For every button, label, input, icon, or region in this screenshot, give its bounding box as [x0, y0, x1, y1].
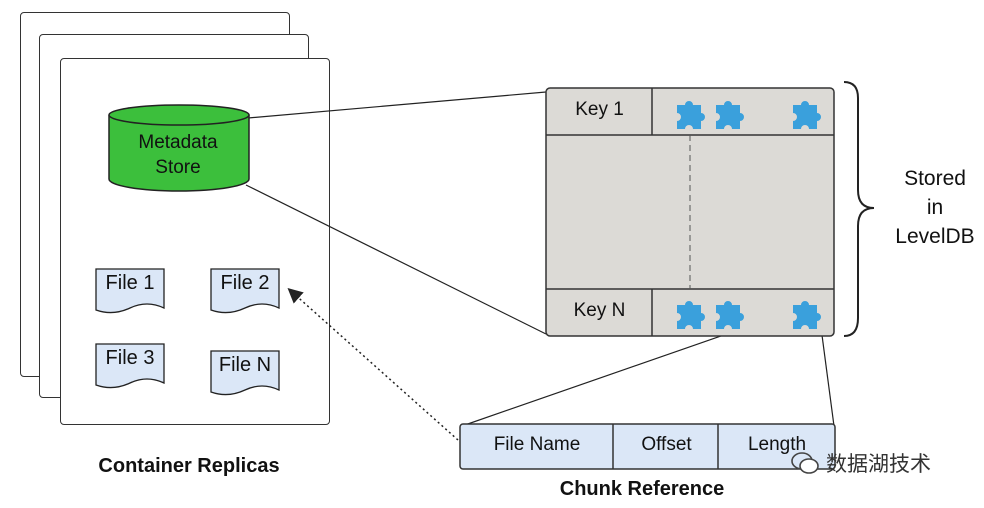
line-piece-to-chunk-right — [819, 319, 835, 427]
dotted-arrow-to-file2 — [287, 288, 459, 441]
watermark: 数据湖技术 — [790, 448, 931, 478]
file-doc-3: File 3 — [95, 343, 165, 389]
metadata-store-cylinder — [108, 104, 250, 192]
puzzle-piece-icon — [677, 101, 705, 129]
puzzle-piece-icon — [716, 101, 744, 129]
file-doc-2: File 2 — [210, 268, 280, 314]
leveldb-table — [545, 87, 835, 337]
puzzle-piece-icon — [793, 101, 821, 129]
puzzle-piece-icon — [793, 301, 821, 329]
puzzle-piece-icon — [716, 301, 744, 329]
chunk-field-length: Length — [747, 434, 807, 455]
key-n-label: Key N — [573, 300, 626, 321]
chunk-field-offset: Offset — [641, 434, 692, 455]
stored-in-leveldb-label: Stored in LevelDB — [895, 167, 975, 248]
wechat-icon — [791, 452, 819, 474]
chunk-reference-box — [459, 423, 836, 470]
line-store-to-key1 — [247, 91, 547, 119]
puzzle-piece-icon — [677, 301, 705, 329]
file-doc-1: File 1 — [95, 268, 165, 314]
metadata-store-label: Metadata Store — [138, 132, 218, 178]
chunk-reference-label: Chunk Reference — [559, 478, 725, 500]
container-replicas-label: Container Replicas — [98, 455, 280, 477]
key-1-label: Key 1 — [575, 99, 624, 120]
line-store-to-keyN — [245, 184, 547, 335]
curly-brace — [843, 81, 875, 337]
chunk-field-file-name: File Name — [493, 434, 581, 455]
file-doc-n: File N — [210, 350, 280, 396]
watermark-text: 数据湖技术 — [826, 453, 931, 476]
